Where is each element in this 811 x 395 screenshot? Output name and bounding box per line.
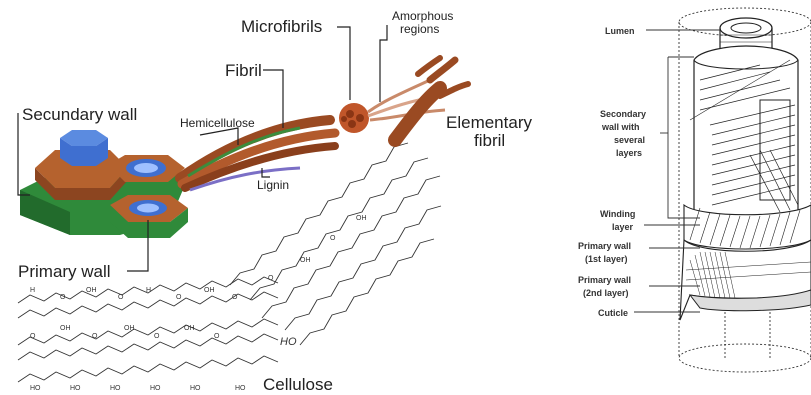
label-cuticle: Cuticle — [598, 308, 628, 318]
svg-text:O: O — [60, 294, 66, 301]
svg-text:H: H — [30, 287, 35, 294]
label-primary-wall: Primary wall — [18, 262, 111, 281]
label-primary2-line2: (2nd layer) — [583, 288, 629, 298]
svg-text:O: O — [118, 294, 124, 301]
label-primary2-line1: Primary wall — [578, 275, 631, 285]
label-elementary-line2: fibril — [474, 131, 505, 150]
winding-and-primary-walls — [680, 205, 811, 320]
svg-text:HO: HO — [150, 385, 161, 392]
svg-text:O: O — [232, 294, 238, 301]
svg-text:HO: HO — [280, 336, 297, 348]
svg-text:OH: OH — [300, 257, 311, 264]
svg-text:O: O — [30, 333, 36, 340]
svg-text:H: H — [146, 287, 151, 294]
svg-text:O: O — [176, 294, 182, 301]
label-fibril: Fibril — [225, 61, 262, 80]
svg-text:O: O — [268, 275, 274, 282]
label-primary1-line1: Primary wall — [578, 241, 631, 251]
cell-block — [20, 130, 188, 238]
label-lumen: Lumen — [605, 26, 635, 36]
label-secondary-line1: Secondary — [600, 109, 646, 119]
svg-text:O: O — [92, 333, 98, 340]
label-secondary-line2: wall with — [601, 122, 640, 132]
label-winding-line2: layer — [612, 222, 634, 232]
svg-text:HO: HO — [235, 385, 246, 392]
label-secundary-wall: Secundary wall — [22, 105, 137, 124]
svg-text:OH: OH — [124, 325, 135, 332]
label-secondary-line3: several — [614, 135, 645, 145]
svg-text:HO: HO — [30, 385, 41, 392]
label-lignin: Lignin — [257, 178, 289, 192]
svg-text:OH: OH — [184, 325, 195, 332]
label-primary1-line2: (1st layer) — [585, 254, 628, 264]
svg-text:HO: HO — [70, 385, 81, 392]
right-diagram: Lumen Secondary wall with several layers… — [578, 8, 811, 372]
label-amorphous-line1: Amorphous — [392, 9, 453, 23]
label-winding-line1: Winding — [600, 209, 635, 219]
label-amorphous-line2: regions — [400, 22, 439, 36]
svg-text:HO: HO — [190, 385, 201, 392]
label-secondary-line4: layers — [616, 148, 642, 158]
elementary-fibril-shape — [395, 88, 440, 140]
svg-text:OH: OH — [86, 287, 97, 294]
svg-text:OH: OH — [204, 287, 215, 294]
svg-text:O: O — [214, 333, 220, 340]
secondary-wall-layers — [690, 46, 798, 215]
svg-text:O: O — [330, 235, 336, 242]
svg-text:O: O — [154, 333, 160, 340]
svg-text:HO: HO — [110, 385, 121, 392]
label-cellulose: Cellulose — [263, 375, 333, 394]
microfibril-node — [339, 103, 369, 133]
label-elementary-line1: Elementary — [446, 113, 532, 132]
label-microfibrils: Microfibrils — [241, 17, 322, 36]
svg-text:OH: OH — [60, 325, 71, 332]
svg-text:OH: OH — [356, 215, 367, 222]
label-hemicellulose: Hemicellulose — [180, 116, 255, 130]
